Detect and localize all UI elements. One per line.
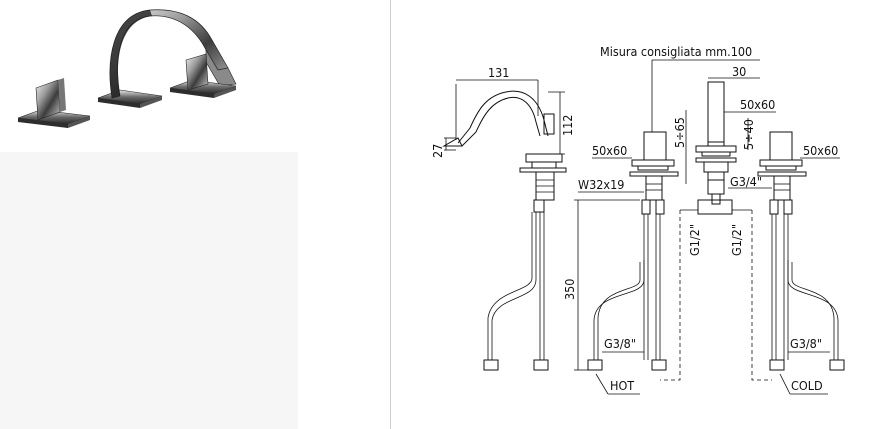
center-body [707,81,725,143]
spout-body [543,113,555,135]
hot-label: HOT [610,378,634,393]
dim-30-label: 30 [732,64,746,79]
right-handle-icon [169,53,237,98]
product-photo-panel [0,0,298,429]
cold-valve-assembly [757,131,845,371]
dim-50x60-right-label: 50x60 [803,143,838,158]
spout-side-view [442,90,567,371]
faucet-illustration [17,9,237,128]
g1-2-a-label: G1/2" [687,224,702,256]
connection-hoses [660,210,772,381]
dim-50x60-left-label: 50x60 [592,143,627,158]
dim-112-label: 112 [560,115,575,136]
hot-valve-assembly [587,131,679,371]
recommended-spacing-label: Misura consigliata mm.100 [600,44,752,59]
left-handle-icon [17,78,91,128]
dim-350-label: 350 [562,279,577,300]
g3-8-right-label: G3/8" [790,336,822,351]
dim-5-40-label: 5÷40 [741,119,756,150]
g3-4-label: G3/4" [730,174,762,189]
product-photo [0,0,298,152]
center-spout-assembly [680,81,752,215]
g1-2-b-label: G1/2" [729,224,744,256]
dim-5-65-label: 5÷65 [672,117,687,148]
g3-8-left-label: G3/8" [604,336,636,351]
dim-50x60-top-label: 50x60 [740,97,775,112]
spout-dimensions: 131 112 27 [430,65,575,158]
cold-handle [769,131,793,161]
center-dimensions: Misura consigliata mm.100 30 50x60 5÷65 … [562,44,840,371]
cold-label: COLD [791,378,823,393]
spout-flange [525,153,563,163]
w32x19-label: W32x19 [578,177,624,192]
dim-131-label: 131 [488,65,509,80]
bottom-labels: G3/8" G3/8" HOT COLD [595,336,830,395]
hot-handle [643,131,667,161]
dim-27-label: 27 [430,144,445,158]
photo-background [0,152,298,429]
panel-divider [390,0,391,429]
